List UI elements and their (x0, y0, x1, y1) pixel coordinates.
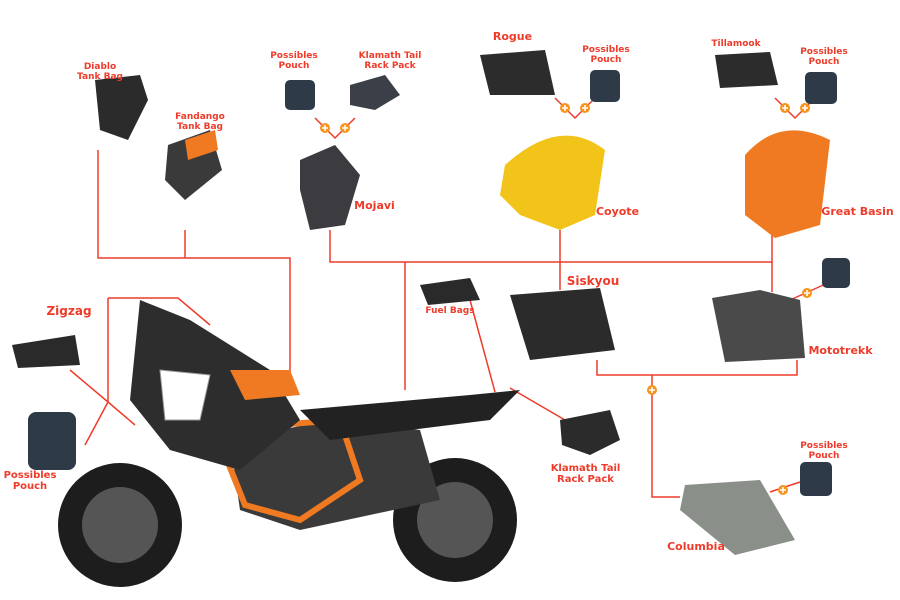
plus-circle-icons (320, 103, 812, 495)
pouch-image (800, 462, 832, 496)
label-klamath-bottom: Klamath Tail Rack Pack (550, 463, 621, 485)
label-tillamook: Tillamook (711, 39, 761, 49)
label-pouch-basin: Possibles Pouch (800, 47, 848, 67)
label-siskyou: Siskyou (566, 274, 620, 288)
label-klamath-top: Klamath Tail Rack Pack (358, 51, 422, 71)
pouch-image (590, 70, 620, 102)
product-images (12, 50, 850, 555)
rogue-image (480, 50, 555, 95)
label-rogue: Rogue (492, 30, 533, 43)
zigzag-image (12, 335, 80, 368)
label-columbia: Columbia (667, 540, 725, 553)
tillamook-image (715, 52, 778, 88)
columbia-image (680, 480, 795, 555)
fuel-bags-image (420, 278, 480, 305)
label-pouch-left: Possibles Pouch (3, 470, 57, 492)
label-diablo: Diablo Tank Bag (77, 62, 123, 82)
label-pouch-coyote: Possibles Pouch (582, 45, 630, 65)
label-pouch-mojavi: Possibles Pouch (270, 51, 318, 71)
label-fandango: Fandango Tank Bag (175, 112, 225, 132)
siskyou-image (510, 288, 615, 360)
label-great-basin: Great Basin (821, 205, 894, 218)
label-mototrekk: Mototrekk (808, 344, 873, 357)
coyote-image (500, 135, 605, 230)
label-mojavi: Mojavi (354, 199, 395, 212)
label-fuel-bags: Fuel Bags (425, 306, 475, 316)
mojavi-image (300, 145, 360, 230)
label-coyote: Coyote (595, 205, 640, 218)
klamath-image (350, 75, 400, 110)
mototrekk-image (712, 290, 805, 362)
klamath-bottom-image (560, 410, 620, 455)
pouch-image (805, 72, 837, 104)
label-pouch-columbia: Possibles Pouch (800, 441, 848, 461)
diablo-bag-image (95, 75, 148, 140)
pouch-image (822, 258, 850, 288)
motorcycle-image (58, 300, 520, 587)
pouch-image (285, 80, 315, 110)
pouch-image (28, 412, 76, 470)
label-zigzag: Zigzag (46, 304, 92, 318)
great-basin-image (745, 130, 830, 238)
